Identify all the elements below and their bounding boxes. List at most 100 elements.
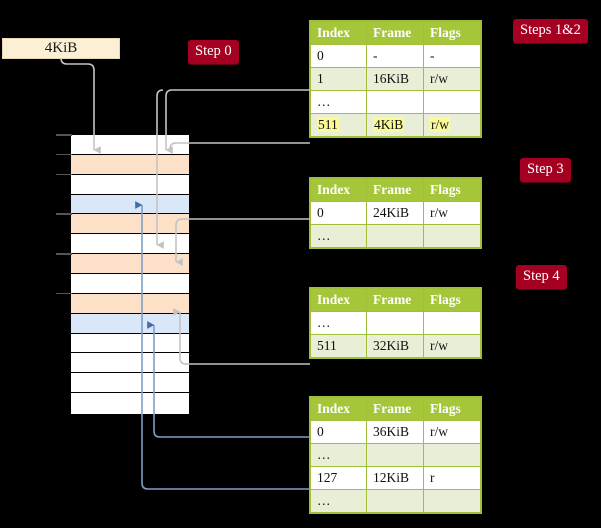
cell-frame: 24KiB: [366, 201, 424, 225]
step-badge-step-3: Step 3: [520, 158, 571, 182]
cell-frame: [366, 443, 424, 467]
memory-frame-row-2: [71, 174, 189, 195]
cell-flags: r: [423, 466, 481, 490]
cell-index: 1: [310, 67, 367, 91]
memory-frame-row-6: [71, 254, 189, 274]
table-row: …: [310, 311, 481, 335]
cell-frame: [366, 311, 424, 335]
memory-frame-row-13: [71, 393, 189, 413]
column-header-index: Index: [310, 21, 367, 45]
memory-frame-row-4: [71, 214, 189, 235]
wire-l4row511-to-pagetable: [169, 142, 310, 150]
cell-index: …: [310, 311, 367, 335]
wire-l3row0-to-memory: [175, 218, 310, 266]
step-badge-steps-1-2: Steps 1&2: [513, 19, 588, 43]
step-badge-step-4: Step 4: [516, 265, 567, 289]
memory-frame-row-3: [71, 194, 189, 215]
step-badge-step-0: Step 0: [188, 40, 239, 64]
cell-index: 127: [310, 466, 367, 490]
column-header-index: Index: [310, 178, 367, 202]
table-row: …: [310, 224, 481, 248]
cell-frame: 36KiB: [366, 420, 424, 444]
cell-frame: [366, 90, 424, 114]
cell-index: …: [310, 489, 367, 513]
cell-flags: [423, 489, 481, 513]
cell-index: …: [310, 90, 367, 114]
memory-frame-row-1: [71, 154, 189, 175]
cell-flags: r/w: [423, 67, 481, 91]
cell-index: …: [310, 443, 367, 467]
cell-flags: r/w: [423, 420, 481, 444]
column-header-flags: Flags: [423, 288, 481, 312]
cell-flags: r/w: [423, 113, 481, 137]
cell-flags: [423, 224, 481, 248]
cell-flags: [423, 311, 481, 335]
cell-index: 0: [310, 420, 367, 444]
memory-frame-row-9: [71, 313, 189, 334]
step-badge-label: Step 4: [523, 268, 560, 284]
memory-frame-row-10: [71, 333, 189, 354]
column-header-flags: Flags: [423, 178, 481, 202]
cell-frame: [366, 489, 424, 513]
wire-l2row511-to-memory: [173, 308, 310, 365]
memory-tick-4: [56, 213, 72, 215]
source-frame-label: 4KiB: [44, 40, 78, 56]
cell-frame: 4KiB: [366, 113, 424, 137]
cell-frame: 12KiB: [366, 466, 424, 490]
memory-frame-row-11: [71, 353, 189, 374]
cell-index: 511: [310, 113, 367, 137]
column-header-index: Index: [310, 397, 367, 421]
memory-tick-0: [56, 134, 72, 136]
cell-flags: [423, 90, 481, 114]
table-row: …: [310, 443, 481, 467]
column-header-flags: Flags: [423, 21, 481, 45]
column-header-flags: Flags: [423, 397, 481, 421]
cell-index: 0: [310, 44, 367, 68]
step-badge-label: Steps 1&2: [520, 22, 581, 38]
cell-flags: r/w: [423, 201, 481, 225]
memory-frame-row-0: [71, 135, 189, 155]
cell-index: 511: [310, 334, 367, 358]
cell-frame: 16KiB: [366, 67, 424, 91]
table-row: …: [310, 489, 481, 513]
cell-index: …: [310, 224, 367, 248]
source-frame-box: 4KiB: [2, 38, 120, 59]
table-row: …: [310, 90, 481, 114]
memory-tick-2: [56, 173, 72, 176]
physical-memory-column: [70, 134, 190, 415]
step-badge-label: Step 0: [195, 43, 232, 59]
column-header-frame: Frame: [366, 21, 424, 45]
cell-flags: -: [423, 44, 481, 68]
cell-flags: [423, 443, 481, 467]
memory-tick-6: [56, 253, 72, 255]
memory-frame-row-12: [71, 373, 189, 394]
memory-tick-8: [56, 292, 72, 295]
column-header-frame: Frame: [366, 178, 424, 202]
step-badge-label: Step 3: [527, 161, 564, 177]
memory-tick-1: [56, 153, 72, 156]
memory-frame-row-8: [71, 293, 189, 314]
memory-frame-row-7: [71, 274, 189, 294]
memory-frame-row-5: [71, 234, 189, 255]
table-row: 0--: [310, 44, 481, 68]
column-header-frame: Frame: [366, 288, 424, 312]
cell-frame: 32KiB: [366, 334, 424, 358]
cell-flags: r/w: [423, 334, 481, 358]
column-header-index: Index: [310, 288, 367, 312]
cell-frame: [366, 224, 424, 248]
